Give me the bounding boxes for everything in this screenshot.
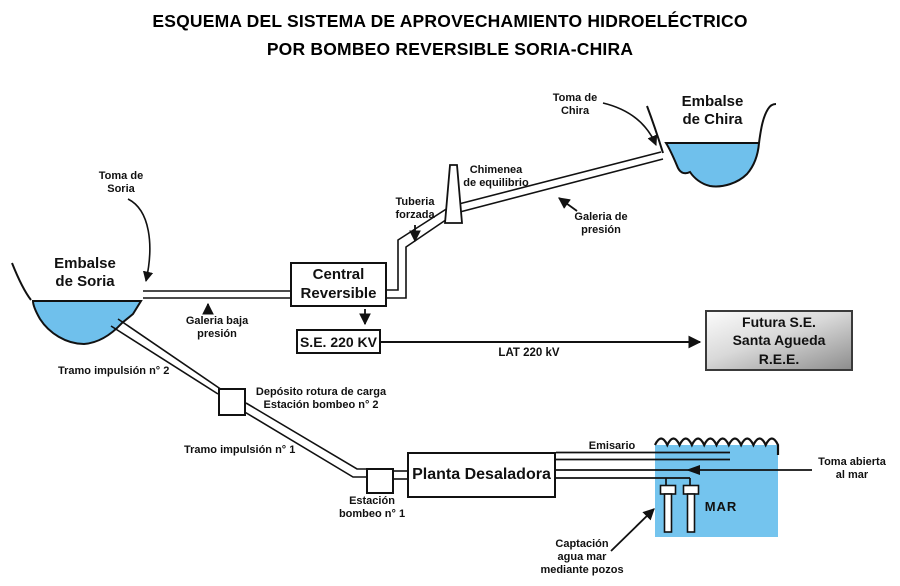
- chira-reservoir-label: Embalse de Chira: [681, 93, 744, 128]
- low-pressure-gallery-label: Galeria baja presión: [185, 315, 249, 341]
- power-line-label: LAT 220 kV: [498, 347, 560, 359]
- substation-box: S.E. 220 KV: [296, 329, 381, 354]
- central-reversible-box: Central Reversible: [290, 262, 387, 307]
- pumping-section-1-label: Tramo impulsión n° 1: [184, 444, 296, 456]
- pumping-section-2-label: Tramo impulsión n° 2: [58, 365, 170, 377]
- diagram-title: ESQUEMA DEL SISTEMA DE APROVECHAMIENTO H…: [0, 7, 900, 63]
- low-pressure-gallery-pipe: [143, 290, 290, 299]
- pumping-section-2-pipe: [110, 318, 223, 395]
- sea-waves-icon: [654, 437, 780, 455]
- soria-left-bank: [11, 262, 32, 301]
- pumping-station-1-label: Estación bombeo n° 1: [338, 495, 406, 521]
- soria-intake-label: Toma de Soria: [98, 170, 144, 196]
- outfall-pipes: [556, 451, 730, 461]
- pumping-section-1-pipe: [242, 402, 407, 480]
- seawater-wells-icon: [659, 484, 700, 533]
- chira-left-bank: [646, 105, 664, 154]
- open-sea-intake-label: Toma abierta al mar: [818, 456, 886, 482]
- title-line-1: ESQUEMA DEL SISTEMA DE APROVECHAMIENTO H…: [152, 11, 748, 31]
- penstock-pipe: [387, 205, 457, 299]
- open-sea-intake-arrowhead: [686, 465, 700, 475]
- sea-label: MAR: [704, 499, 738, 514]
- pressure-gallery-pipe: [450, 151, 664, 214]
- desalination-plant-box: Planta Desaladora: [407, 452, 556, 498]
- wells-manifold-pipe: [556, 477, 691, 486]
- pumping-station-1-box: [366, 468, 394, 494]
- wells-caption-arrow: [610, 508, 655, 552]
- soria-intake-arrow: [127, 198, 154, 283]
- chira-water: [664, 142, 761, 188]
- break-tank-label: Depósito rotura de carga Estación bombeo…: [255, 386, 387, 412]
- wells-caption-label: Captación agua mar mediante pozos: [540, 538, 624, 577]
- surge-tower-label: Chimenea de equilibrio: [463, 164, 529, 190]
- title-line-2: POR BOMBEO REVERSIBLE SORIA-CHIRA: [266, 39, 634, 59]
- outfall-label: Emisario: [588, 440, 636, 452]
- penstock-label: Tuberia forzada: [395, 196, 435, 222]
- pressure-gallery-label: Galeria de presión: [574, 211, 628, 237]
- future-substation-box: Futura S.E. Santa Agueda R.E.E.: [705, 310, 853, 371]
- chira-right-bank: [758, 103, 777, 144]
- soria-water: [31, 300, 143, 346]
- surge-tower-icon: [444, 164, 463, 224]
- pressure-gallery-arrow: [558, 197, 578, 212]
- break-tank-box: [218, 388, 246, 416]
- soria-reservoir-label: Embalse de Soria: [54, 255, 116, 290]
- chira-intake-label: Toma de Chira: [552, 92, 598, 118]
- chira-intake-arrow: [602, 102, 658, 146]
